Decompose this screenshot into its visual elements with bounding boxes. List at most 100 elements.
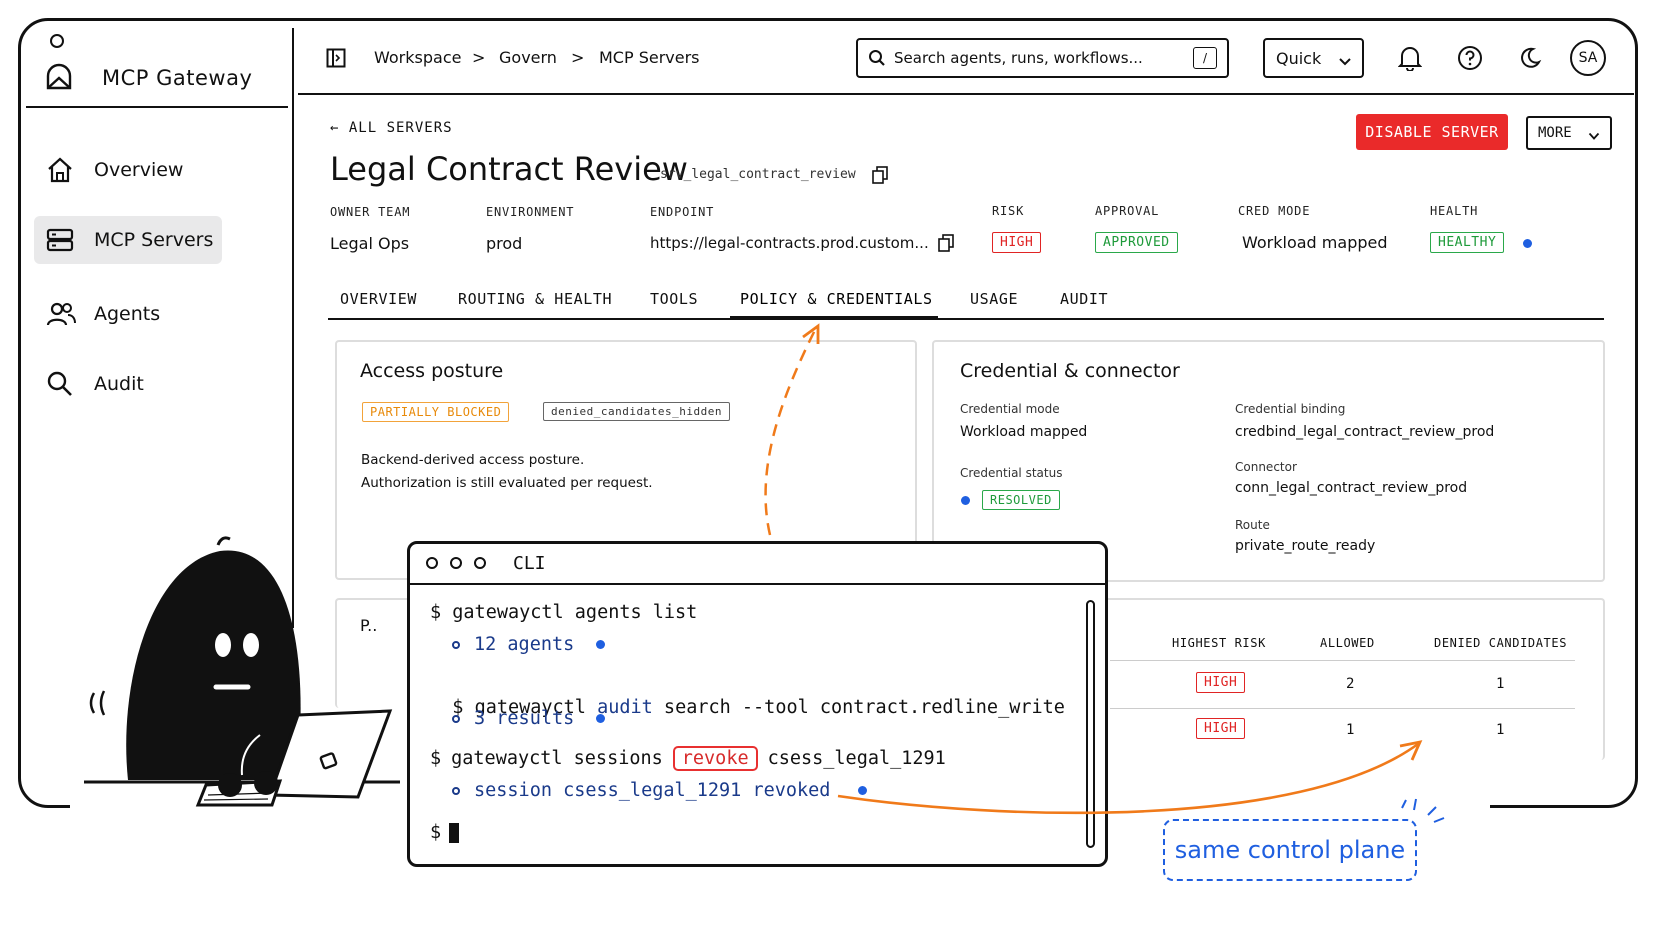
server-icon: [46, 226, 82, 254]
health-label: HEALTH: [1430, 204, 1479, 218]
cli-command-text: gatewayctl sessions: [451, 748, 663, 769]
breadcrumb-govern[interactable]: Govern: [499, 48, 557, 67]
table-header-denied-candidates: DENIED CANDIDATES: [1434, 636, 1568, 650]
cli-prompt: $: [430, 602, 442, 623]
table-header-allowed: ALLOWED: [1320, 636, 1375, 650]
arrow-up-to-tab: [764, 329, 817, 536]
owner-team-value: Legal Ops: [330, 234, 410, 253]
tab-audit[interactable]: AUDIT: [1060, 290, 1109, 308]
breadcrumb-mcp-servers[interactable]: MCP Servers: [599, 48, 700, 67]
help-icon[interactable]: [1454, 42, 1486, 74]
environment-label: ENVIRONMENT: [486, 205, 575, 219]
tab-overview[interactable]: OVERVIEW: [340, 290, 418, 308]
cli-title: CLI: [513, 553, 546, 574]
bell-icon[interactable]: [1394, 42, 1426, 74]
quick-label: Quick: [1276, 48, 1322, 68]
tab-policy-credentials[interactable]: POLICY & CREDENTIALS: [740, 290, 933, 308]
breadcrumb-separator: >: [571, 48, 585, 67]
partially-blocked-badge: PARTIALLY BLOCKED: [362, 402, 510, 422]
sidebar-item-agents[interactable]: Agents: [34, 290, 222, 338]
breadcrumb-separator: >: [472, 48, 486, 67]
tabs-divider: [328, 318, 1604, 320]
policy-table-card: [1090, 598, 1605, 760]
cli-title-divider: [410, 583, 1105, 585]
window-control-dot: [50, 34, 64, 48]
sidebar-item-mcp-servers[interactable]: MCP Servers: [34, 216, 222, 264]
cli-output-text: 3 results: [474, 708, 575, 729]
credential-mode-label: Credential mode: [960, 402, 1060, 416]
cli-keyword: audit: [597, 697, 653, 718]
cli-command-text: gatewayctl agents list: [452, 602, 698, 623]
cli-command-text: search --tool contract.redline_write: [652, 697, 1065, 718]
avatar[interactable]: SA: [1570, 40, 1606, 76]
cli-command-text: gatewayctl: [474, 697, 598, 718]
copy-icon[interactable]: [938, 234, 954, 256]
denied-candidates-tag: denied_candidates_hidden: [543, 402, 730, 421]
table-divider: [1110, 708, 1575, 709]
access-posture-note: Authorization is still evaluated per req…: [361, 475, 653, 491]
arrow-up-head: [802, 323, 820, 344]
arrow-to-table: [837, 742, 1419, 815]
table-row-allowed: 2: [1346, 676, 1355, 692]
owner-team-label: OWNER TEAM: [330, 205, 411, 219]
server-id: srv_legal_contract_review: [660, 167, 856, 182]
tab-routing-health[interactable]: ROUTING & HEALTH: [458, 290, 613, 308]
breadcrumb-workspace[interactable]: Workspace: [374, 48, 462, 67]
cli-input-line[interactable]: $: [430, 822, 460, 843]
cred-mode-value: Workload mapped: [1242, 233, 1388, 252]
access-posture-description: Backend-derived access posture.: [361, 452, 585, 468]
output-bullet-icon: [452, 786, 460, 795]
table-divider: [1110, 660, 1575, 661]
cli-scrollbar[interactable]: [1086, 600, 1095, 848]
endpoint-label: ENDPOINT: [650, 205, 715, 219]
credential-mode-value: Workload mapped: [960, 424, 1088, 440]
sidebar-item-label: MCP Servers: [94, 229, 214, 251]
table-row-risk-badge: HIGH: [1196, 672, 1246, 693]
sidebar-header-divider: [26, 106, 288, 108]
search-shortcut-key: /: [1193, 47, 1217, 69]
users-icon: [46, 300, 82, 328]
credential-title: Credential & connector: [960, 360, 1180, 382]
back-link[interactable]: ← ALL SERVERS: [330, 120, 453, 136]
cli-output: session csess_legal_1291 revoked: [452, 780, 868, 801]
tab-usage[interactable]: USAGE: [970, 290, 1019, 308]
table-row-denied: 1: [1496, 676, 1505, 692]
window-control-dot: [450, 557, 462, 569]
environment-value: prod: [486, 234, 523, 253]
table-row-denied: 1: [1496, 722, 1505, 738]
cli-cursor: [449, 822, 460, 843]
disable-server-button[interactable]: DISABLE SERVER: [1356, 114, 1508, 150]
cli-status-dot: [596, 714, 606, 723]
quick-dropdown[interactable]: Quick: [1263, 38, 1364, 78]
sidebar-item-audit[interactable]: Audit: [34, 360, 222, 408]
app-title: MCP Gateway: [102, 66, 253, 90]
copy-icon[interactable]: [872, 166, 888, 188]
back-label: ALL SERVERS: [348, 120, 453, 136]
search-placeholder: Search agents, runs, workflows...: [894, 49, 1143, 67]
page-title: Legal Contract Review: [330, 150, 688, 188]
tab-tools[interactable]: TOOLS: [650, 290, 699, 308]
cli-status-dot: [858, 786, 868, 795]
more-button[interactable]: MORE: [1526, 116, 1612, 150]
table-header-highest-risk: HIGHEST RISK: [1172, 636, 1266, 650]
moon-icon[interactable]: [1514, 42, 1546, 74]
window-control-dot: [474, 557, 486, 569]
access-posture-title: Access posture: [360, 360, 504, 382]
cred-mode-label: CRED MODE: [1238, 204, 1311, 218]
credential-status-badge: RESOLVED: [982, 490, 1060, 510]
cli-output-text: 12 agents: [474, 634, 575, 655]
sidebar-item-label: Audit: [94, 373, 144, 395]
search-input[interactable]: Search agents, runs, workflows... /: [856, 38, 1229, 78]
route-value: private_route_ready: [1235, 538, 1376, 554]
sidebar-toggle-icon[interactable]: [326, 48, 346, 72]
cli-prompt: $: [452, 697, 464, 718]
sidebar-item-overview[interactable]: Overview: [34, 146, 222, 194]
cli-prompt: $: [430, 748, 442, 769]
chevron-down-icon: [1338, 52, 1352, 71]
health-badge: HEALTHY: [1430, 232, 1505, 253]
home-icon: [46, 156, 82, 184]
approval-label: APPROVAL: [1095, 204, 1160, 218]
cli-prompt: $: [430, 822, 442, 843]
cli-status-dot: [596, 640, 606, 649]
